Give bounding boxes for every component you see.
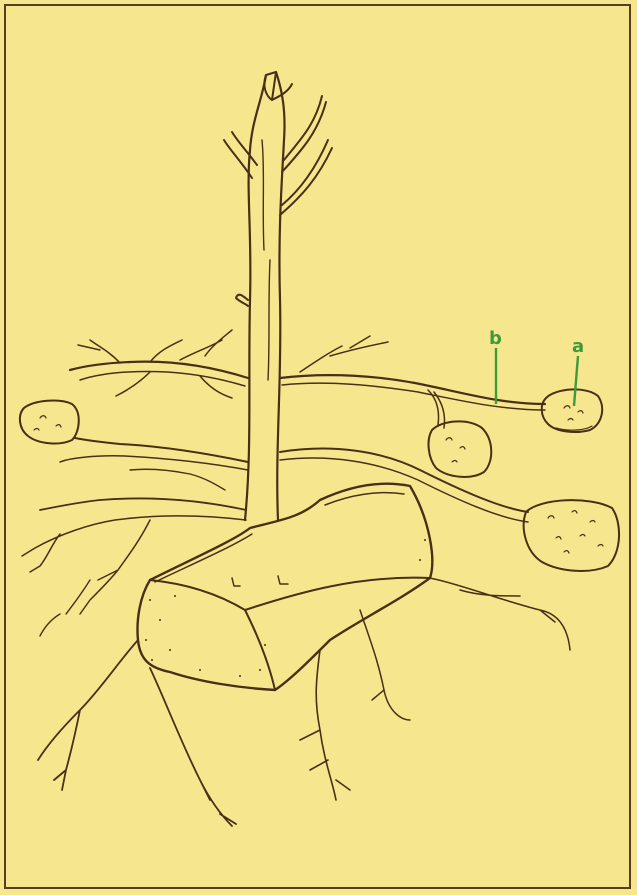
tuber-right-large bbox=[524, 500, 619, 571]
label-b: b bbox=[489, 328, 502, 404]
stolon-upper-right bbox=[280, 336, 545, 428]
stem bbox=[224, 72, 332, 520]
tuber-right-small bbox=[429, 421, 492, 477]
potato-plant-drawing: b a bbox=[20, 72, 619, 826]
stolon-upper-left bbox=[70, 330, 248, 398]
label-a: a bbox=[572, 336, 584, 406]
roots-left bbox=[22, 498, 246, 614]
label-a-text: a bbox=[572, 336, 584, 357]
label-a-leader-line bbox=[574, 356, 578, 406]
tuber-labeled-a bbox=[542, 389, 602, 432]
stolon-mid-left bbox=[60, 438, 248, 490]
label-b-text: b bbox=[489, 328, 502, 349]
roots-lower bbox=[38, 578, 570, 826]
tuber-left bbox=[20, 401, 79, 444]
seed-piece bbox=[138, 484, 433, 690]
